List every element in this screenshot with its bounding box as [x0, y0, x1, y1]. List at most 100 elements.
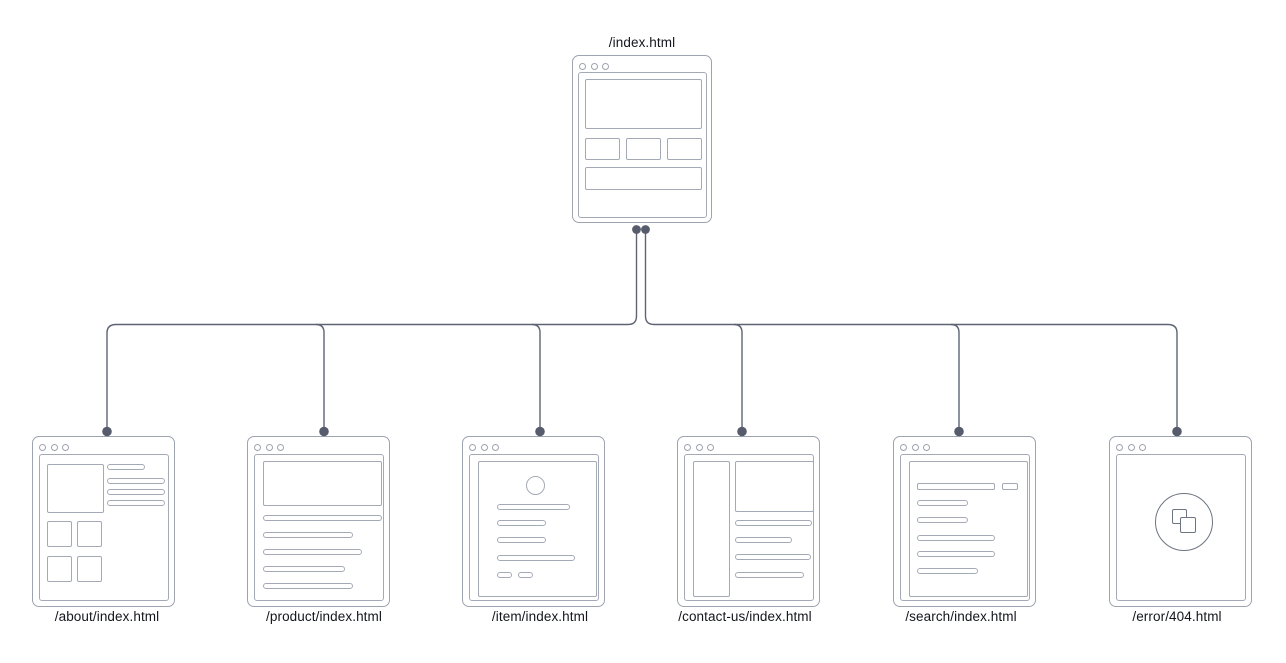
wireframe-grid-tile [47, 556, 72, 582]
page-label-product: /product/index.html [266, 609, 382, 624]
page-node-item[interactable] [462, 436, 605, 607]
wireframe-image-block [47, 464, 104, 513]
wireframe-card-box [626, 138, 661, 160]
page-label-about: /about/index.html [54, 609, 160, 624]
page-node-search[interactable] [893, 436, 1036, 607]
wireframe-text-line [917, 568, 978, 574]
window-dot-icon [1127, 443, 1135, 451]
wireframe-card-box [585, 138, 620, 160]
wireframe-tag [518, 572, 533, 578]
wireframe-text-line [497, 555, 575, 561]
connector-branch-product [315, 323, 325, 431]
page-node-error[interactable] [1109, 436, 1252, 607]
window-controls [39, 443, 69, 451]
wireframe-search-button [1002, 483, 1018, 490]
root-anchor-dot-left [632, 225, 641, 234]
child-anchor-dot [319, 426, 329, 437]
child-anchor-dot [1172, 426, 1182, 437]
wireframe-text-line [263, 549, 362, 555]
wireframe-banner [585, 167, 702, 190]
wireframe-text-line [263, 566, 345, 572]
child-anchor-dot [954, 426, 964, 437]
wireframe-text-line [497, 537, 546, 543]
page-node-about[interactable] [32, 436, 175, 607]
wireframe-body [578, 72, 707, 218]
wireframe-body [900, 454, 1030, 601]
connector-branch-item [531, 323, 541, 431]
wireframe-grid-tile [77, 556, 102, 582]
window-dot-icon [923, 443, 930, 451]
page-label-search: /search/index.html [905, 609, 1017, 624]
child-anchor-dot [102, 426, 112, 437]
window-dot-icon [39, 443, 46, 451]
wireframe-text-line [735, 572, 804, 578]
window-dot-icon [469, 443, 476, 451]
page-label-root: /index.html [608, 35, 676, 50]
window-dot-icon [707, 443, 714, 451]
wireframe-card [478, 461, 597, 597]
wireframe-avatar-circle [526, 476, 545, 495]
wireframe-text-line [497, 520, 546, 526]
window-dot-icon [50, 443, 58, 451]
connector-branch-search [950, 323, 960, 431]
root-anchor-dot-right [641, 225, 650, 234]
page-node-contact-us[interactable] [677, 436, 820, 607]
wireframe-grid-tile [47, 521, 72, 547]
page-label-error: /error/404.html [1132, 609, 1222, 624]
wireframe-text-line [107, 464, 145, 470]
wireframe-text-line [107, 489, 165, 495]
window-dot-icon [900, 443, 907, 451]
page-node-product[interactable] [247, 436, 390, 607]
wireframe-text-line [263, 583, 353, 589]
window-controls [1116, 443, 1146, 451]
wireframe-text-line [263, 532, 353, 538]
wireframe-text-line [735, 537, 792, 543]
wireframe-text-line [107, 500, 165, 506]
wireframe-text-line [917, 500, 968, 506]
page-node-root[interactable] [572, 55, 712, 223]
window-dot-icon [265, 443, 273, 451]
wireframe-body [684, 454, 814, 601]
child-anchor-dot [535, 426, 545, 437]
missing-page-icon [1155, 493, 1213, 551]
window-dot-icon [277, 443, 284, 451]
window-controls [684, 443, 714, 451]
wireframe-search-input [917, 483, 995, 490]
wireframe-card-box [667, 138, 702, 160]
window-dot-icon [684, 443, 691, 451]
window-dot-icon [492, 443, 499, 451]
window-dot-icon [254, 443, 261, 451]
wireframe-hero [585, 79, 702, 129]
wireframe-text-line [107, 478, 165, 484]
wireframe-hero [263, 461, 382, 506]
window-dot-icon [602, 62, 609, 70]
wireframe-body [1116, 454, 1246, 601]
wireframe-card [909, 461, 1028, 597]
wireframe-text-line [497, 504, 570, 510]
window-controls [469, 443, 499, 451]
wireframe-tag [497, 572, 512, 578]
wireframe-text-line [917, 535, 995, 541]
connector-trunk-left [106, 225, 638, 431]
window-controls [254, 443, 284, 451]
wireframe-text-line [263, 515, 382, 521]
window-dot-icon [1139, 443, 1146, 451]
child-anchor-dot [737, 426, 747, 437]
page-label-item: /item/index.html [491, 609, 589, 624]
window-dot-icon [62, 443, 69, 451]
window-dot-icon [590, 62, 598, 70]
wireframe-text-line [917, 517, 968, 523]
wireframe-body [254, 454, 384, 601]
wireframe-grid-tile [77, 521, 102, 547]
wireframe-body [39, 454, 169, 601]
page-copy-front-icon [1180, 517, 1196, 533]
wireframe-body [469, 454, 599, 601]
window-dot-icon [911, 443, 919, 451]
window-dot-icon [695, 443, 703, 451]
window-dot-icon [579, 62, 586, 70]
page-label-contact-us: /contact-us/index.html [678, 609, 812, 624]
connector-branch-contact [733, 323, 743, 431]
connector-trunk-right [644, 225, 1178, 431]
window-controls [579, 62, 609, 70]
